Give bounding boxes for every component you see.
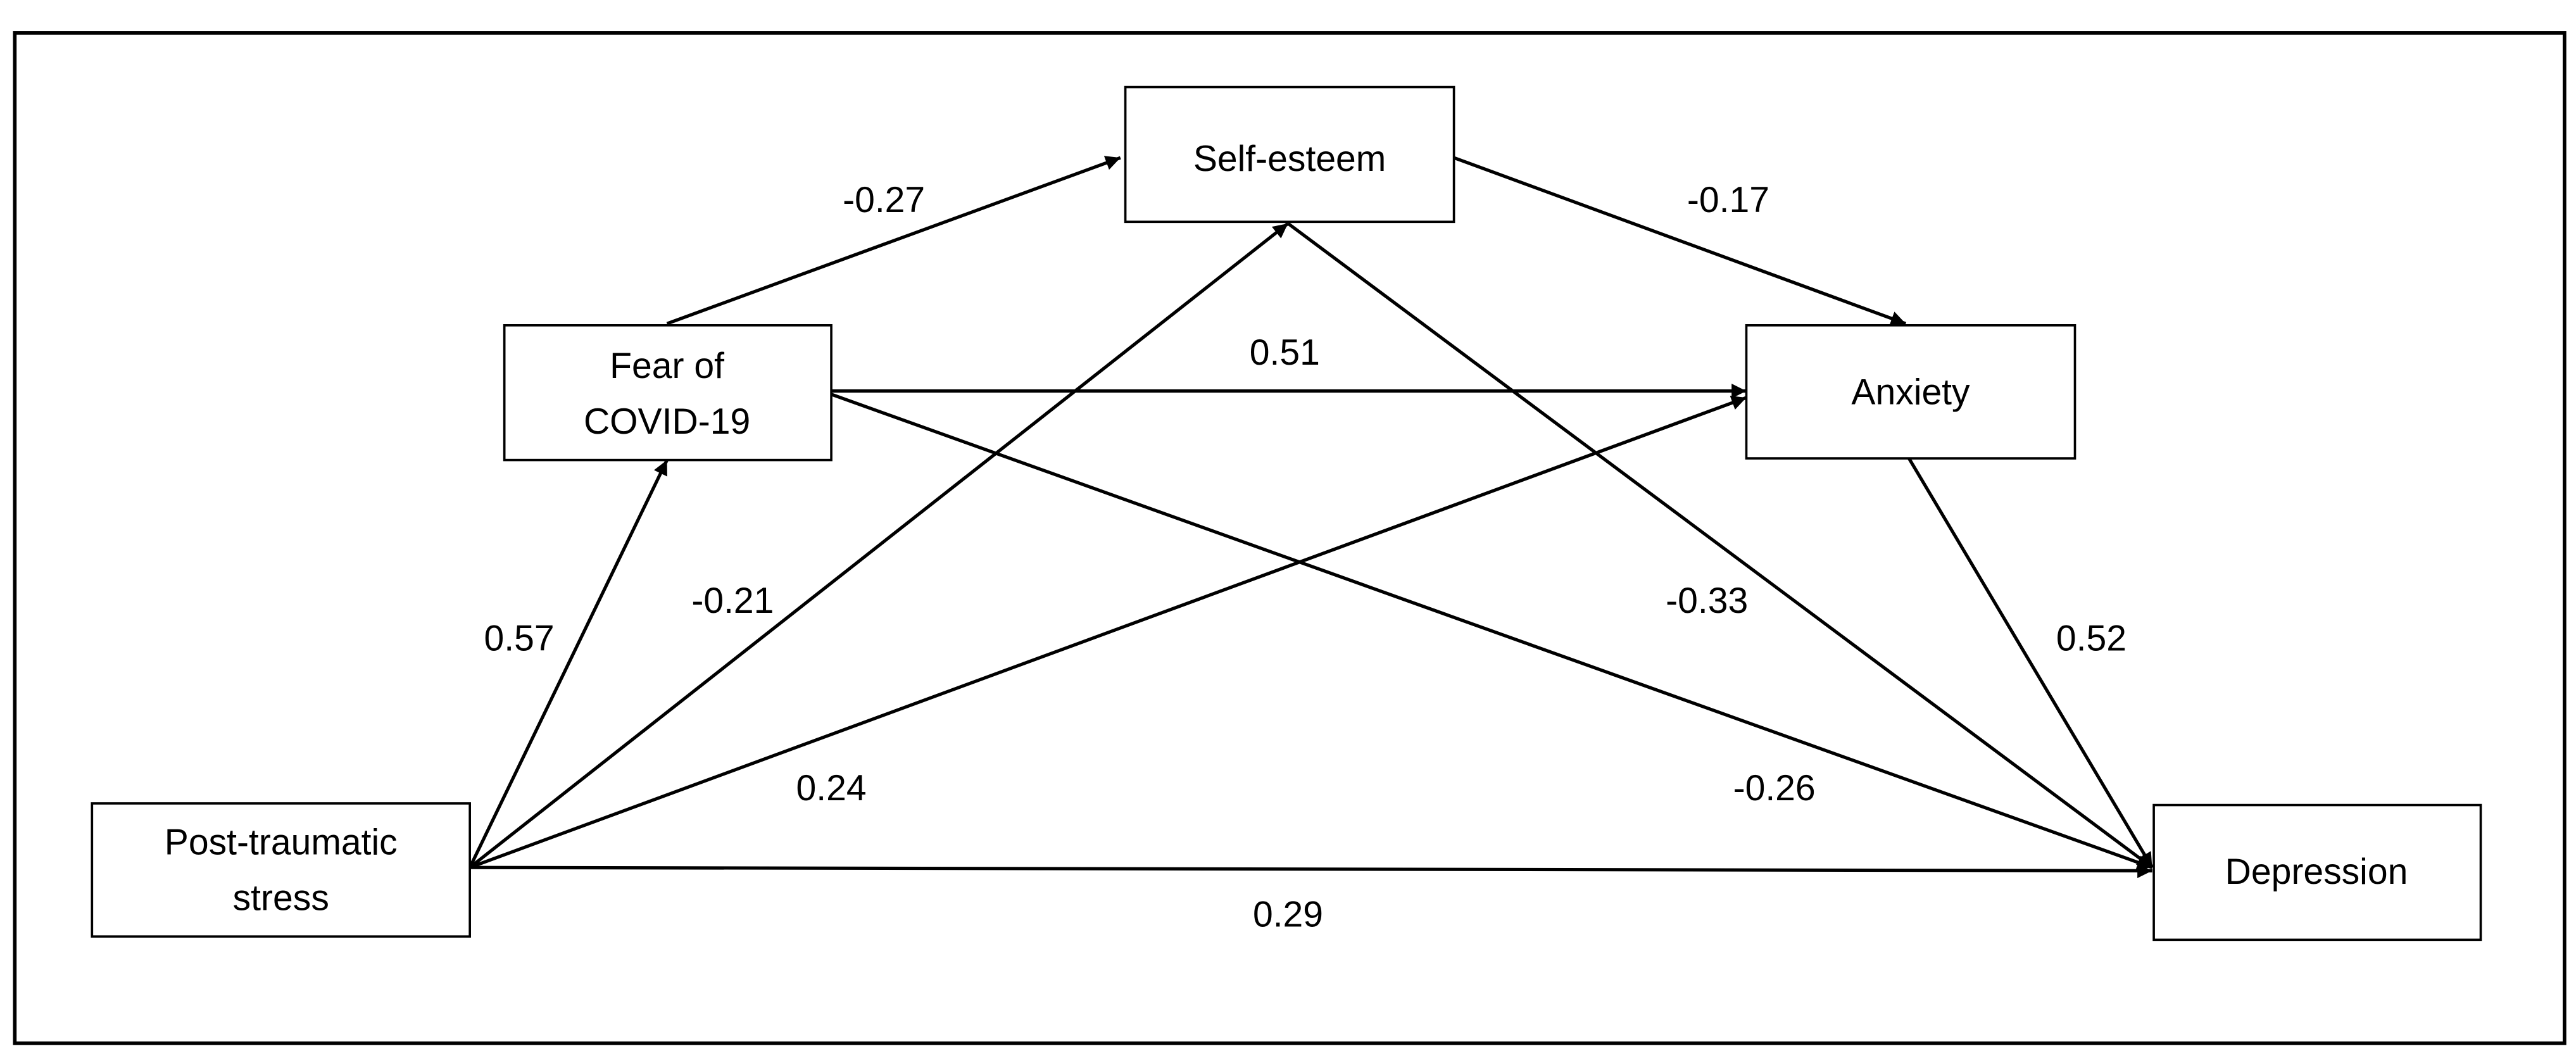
coef-selfesteem-depression: -0.33 (1666, 581, 1748, 621)
node-self-esteem-label: Self-esteem (1193, 139, 1386, 179)
edge-fear-depression (831, 393, 2153, 870)
edge-pts-fear (468, 459, 669, 869)
node-depression-label: Depression (2225, 852, 2408, 892)
edge-pts-selfesteem (468, 222, 1290, 869)
node-pts-label-line2: stress (233, 878, 329, 919)
node-fear-label-line1: Fear of (610, 346, 724, 386)
coef-fear-depression: -0.26 (1733, 768, 1816, 808)
coef-fear-anxiety: 0.51 (1250, 332, 1320, 373)
node-anxiety-label: Anxiety (1851, 372, 1970, 412)
edge-selfesteem-depression (1286, 222, 2154, 869)
node-fear-label-line2: COVID-19 (584, 401, 750, 442)
coef-pts-anxiety: 0.24 (796, 768, 867, 808)
coef-anxiety-depression: 0.52 (2056, 619, 2127, 659)
edge-anxiety-depression (1907, 457, 2154, 869)
coef-pts-selfesteem: -0.21 (691, 581, 774, 621)
edge-pts-depression (470, 863, 2152, 879)
edge-selfesteem-anxiety (1453, 156, 1907, 326)
coef-fear-selfesteem: -0.27 (843, 180, 925, 220)
node-self-esteem: Self-esteem (1124, 85, 1455, 223)
node-pts-label-line1: Post-traumatic (165, 822, 398, 862)
edge-pts-anxiety (469, 396, 1747, 869)
node-depression: Depression (2152, 803, 2482, 941)
node-fear-of-covid: Fear of COVID-19 (503, 324, 832, 462)
coef-pts-fear: 0.57 (484, 619, 554, 659)
coef-selfesteem-anxiety: -0.17 (1687, 180, 1769, 220)
node-post-traumatic-stress: Post-traumatic stress (91, 802, 471, 938)
node-anxiety: Anxiety (1745, 324, 2077, 460)
coef-pts-depression: 0.29 (1253, 895, 1323, 935)
edge-fear-selfesteem (666, 156, 1121, 325)
